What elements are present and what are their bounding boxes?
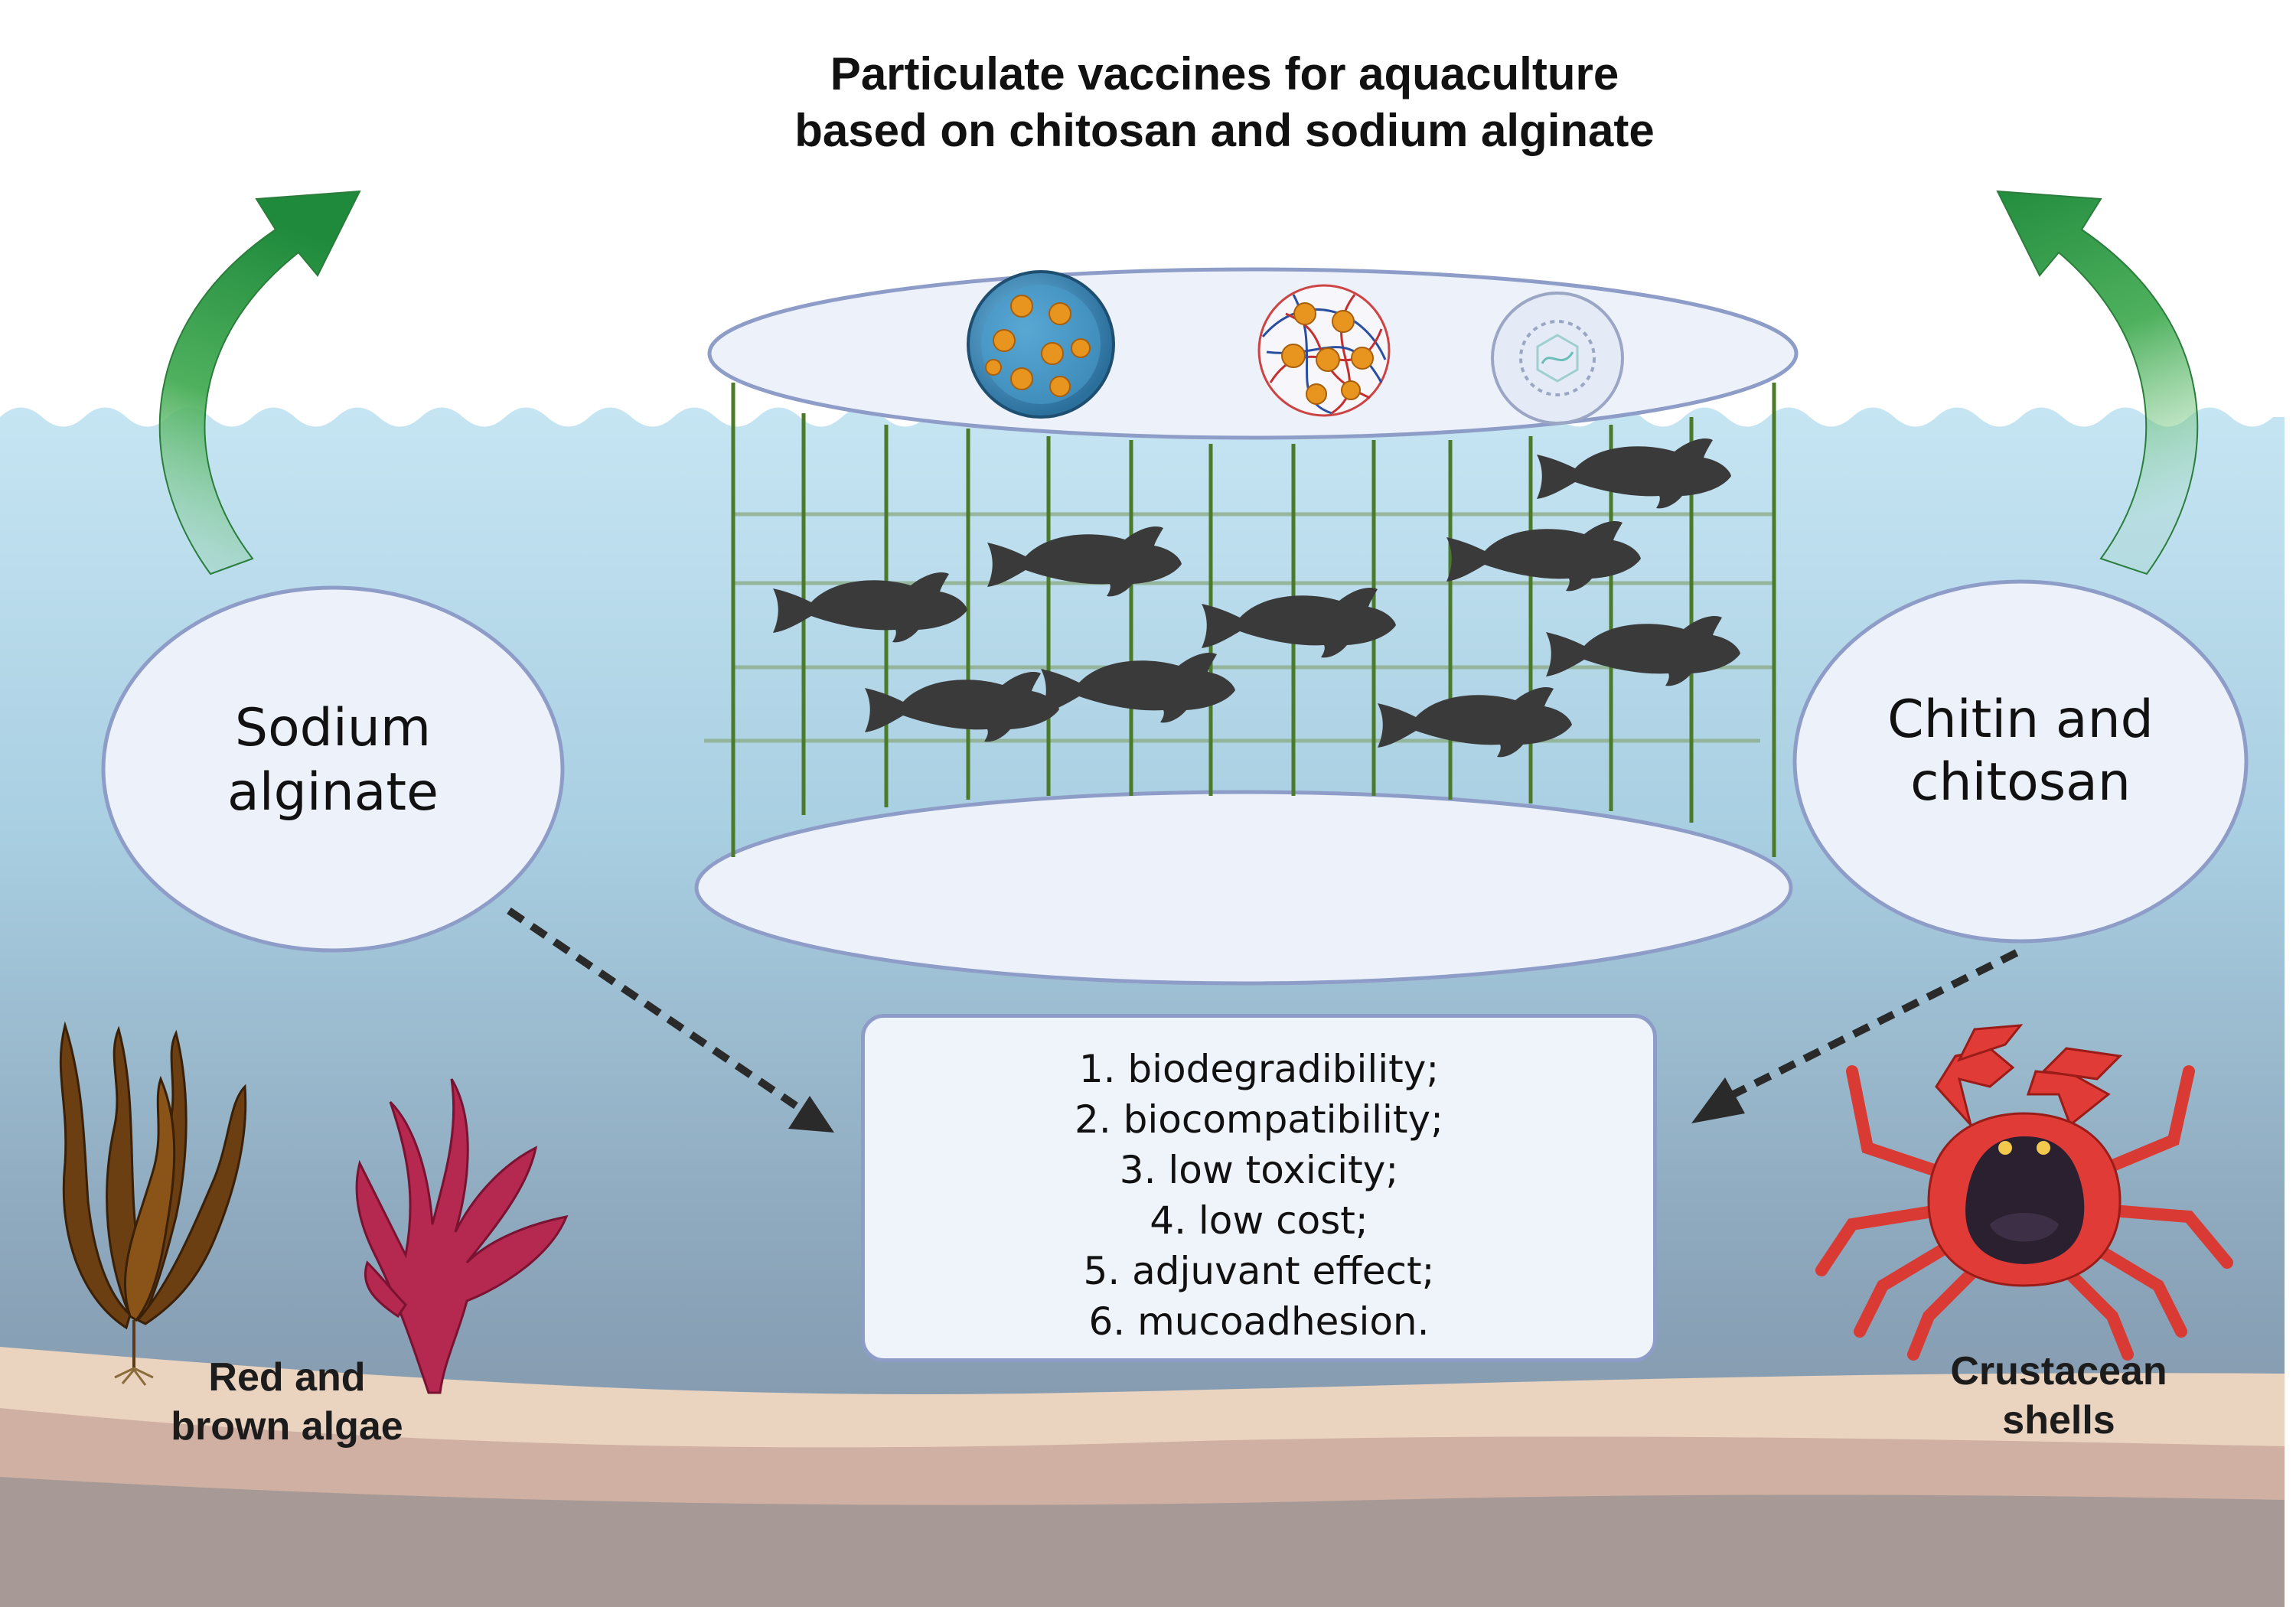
virus-icon bbox=[1491, 292, 1624, 425]
crustacean-caption-line-2: shells bbox=[2002, 1398, 2115, 1442]
sodium-alginate-label: Sodium alginate bbox=[115, 696, 551, 825]
property-item: 6. mucoadhesion. bbox=[1088, 1299, 1430, 1344]
brown-kelp-icon bbox=[59, 1021, 247, 1386]
dashed-arrow-left bbox=[507, 907, 834, 1133]
properties-list: 1. biodegradibility; 2. biocompatibility… bbox=[865, 1044, 1653, 1347]
curved-arrow-up-icon bbox=[1996, 190, 2199, 575]
sodium-alginate-bubble bbox=[101, 585, 565, 953]
chitin-chitosan-line-1: Chitin and bbox=[1887, 689, 2154, 750]
chitin-chitosan-line-2: chitosan bbox=[1910, 752, 2131, 813]
dashed-arrow-right bbox=[1691, 949, 2019, 1123]
loaded-microsphere-icon bbox=[967, 270, 1115, 419]
chitin-chitosan-label: Chitin and chitosan bbox=[1806, 689, 2235, 814]
property-item: 5. adjuvant effect; bbox=[1083, 1249, 1435, 1293]
crab-icon bbox=[1815, 1024, 2233, 1361]
chitin-chitosan-bubble bbox=[1792, 579, 2249, 944]
page-title: Particulate vaccines for aquaculture bas… bbox=[536, 46, 1913, 159]
algae-caption-line-1: Red and bbox=[208, 1355, 366, 1400]
crustacean-caption-line-1: Crustacean bbox=[1950, 1349, 2167, 1393]
title-line-1: Particulate vaccines for aquaculture bbox=[830, 48, 1619, 99]
title-line-2: based on chitosan and sodium alginate bbox=[794, 105, 1655, 156]
curved-arrow-up-icon bbox=[158, 190, 361, 575]
cage-top-ring bbox=[707, 267, 1799, 440]
red-algae-icon bbox=[355, 1078, 569, 1394]
sodium-alginate-line-1: Sodium bbox=[234, 698, 432, 758]
crustacean-caption: Crustacean shells bbox=[1906, 1347, 2212, 1445]
bedrock-layer bbox=[0, 1477, 2285, 1607]
property-item: 2. biocompatibility; bbox=[1075, 1097, 1443, 1142]
water bbox=[0, 407, 2285, 1607]
net-mesh bbox=[704, 512, 1776, 743]
property-item: 3. low toxicity; bbox=[1119, 1148, 1399, 1192]
property-item: 4. low cost; bbox=[1150, 1198, 1368, 1243]
algae-caption: Red and brown algae bbox=[134, 1353, 440, 1451]
sodium-alginate-line-2: alginate bbox=[227, 762, 439, 823]
property-item: 1. biodegradibility; bbox=[1078, 1047, 1440, 1091]
algae-caption-line-2: brown algae bbox=[171, 1404, 403, 1449]
properties-box: 1. biodegradibility; 2. biocompatibility… bbox=[861, 1014, 1657, 1362]
polymer-network-particle-icon bbox=[1257, 284, 1391, 417]
cage-bottom-ring bbox=[694, 790, 1793, 986]
